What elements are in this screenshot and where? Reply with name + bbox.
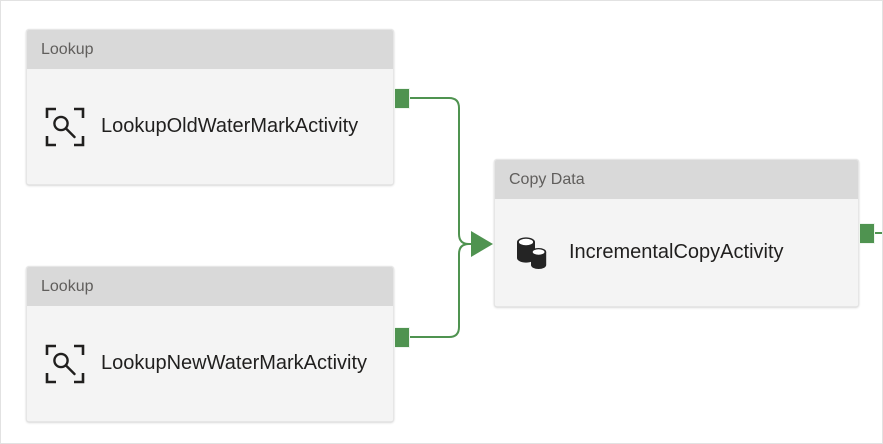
activity-type-label: Copy Data bbox=[495, 160, 858, 199]
activity-body[interactable]: LookupNewWaterMarkActivity bbox=[27, 306, 393, 421]
activity-node-lookup-old-watermark[interactable]: Lookup LookupOldWaterMarkActivity bbox=[26, 29, 394, 185]
output-port-lookup-old-watermark[interactable] bbox=[394, 88, 410, 109]
activity-body[interactable]: LookupOldWaterMarkActivity bbox=[27, 69, 393, 184]
connector-arrowhead-icon bbox=[471, 231, 493, 257]
activity-node-incremental-copy[interactable]: Copy Data Inc bbox=[494, 159, 859, 307]
activity-type-label: Lookup bbox=[27, 267, 393, 306]
lookup-magnifier-icon bbox=[43, 342, 87, 386]
activity-node-lookup-new-watermark[interactable]: Lookup LookupNewWaterMarkActivity bbox=[26, 266, 394, 422]
activity-name: IncrementalCopyActivity bbox=[569, 241, 784, 263]
output-port-incremental-copy[interactable] bbox=[859, 223, 875, 244]
activity-name: LookupOldWaterMarkActivity bbox=[101, 115, 359, 137]
connector-lookup-old-to-copy bbox=[410, 97, 485, 245]
output-port-lookup-new-watermark[interactable] bbox=[394, 327, 410, 348]
activity-type-label: Lookup bbox=[27, 30, 393, 69]
copy-data-database-icon bbox=[511, 231, 555, 275]
activity-body[interactable]: IncrementalCopyActivity bbox=[495, 199, 858, 306]
connector-lookup-new-to-copy bbox=[410, 243, 485, 338]
lookup-magnifier-icon bbox=[43, 105, 87, 149]
activity-name: LookupNewWaterMarkActivity bbox=[101, 352, 368, 374]
